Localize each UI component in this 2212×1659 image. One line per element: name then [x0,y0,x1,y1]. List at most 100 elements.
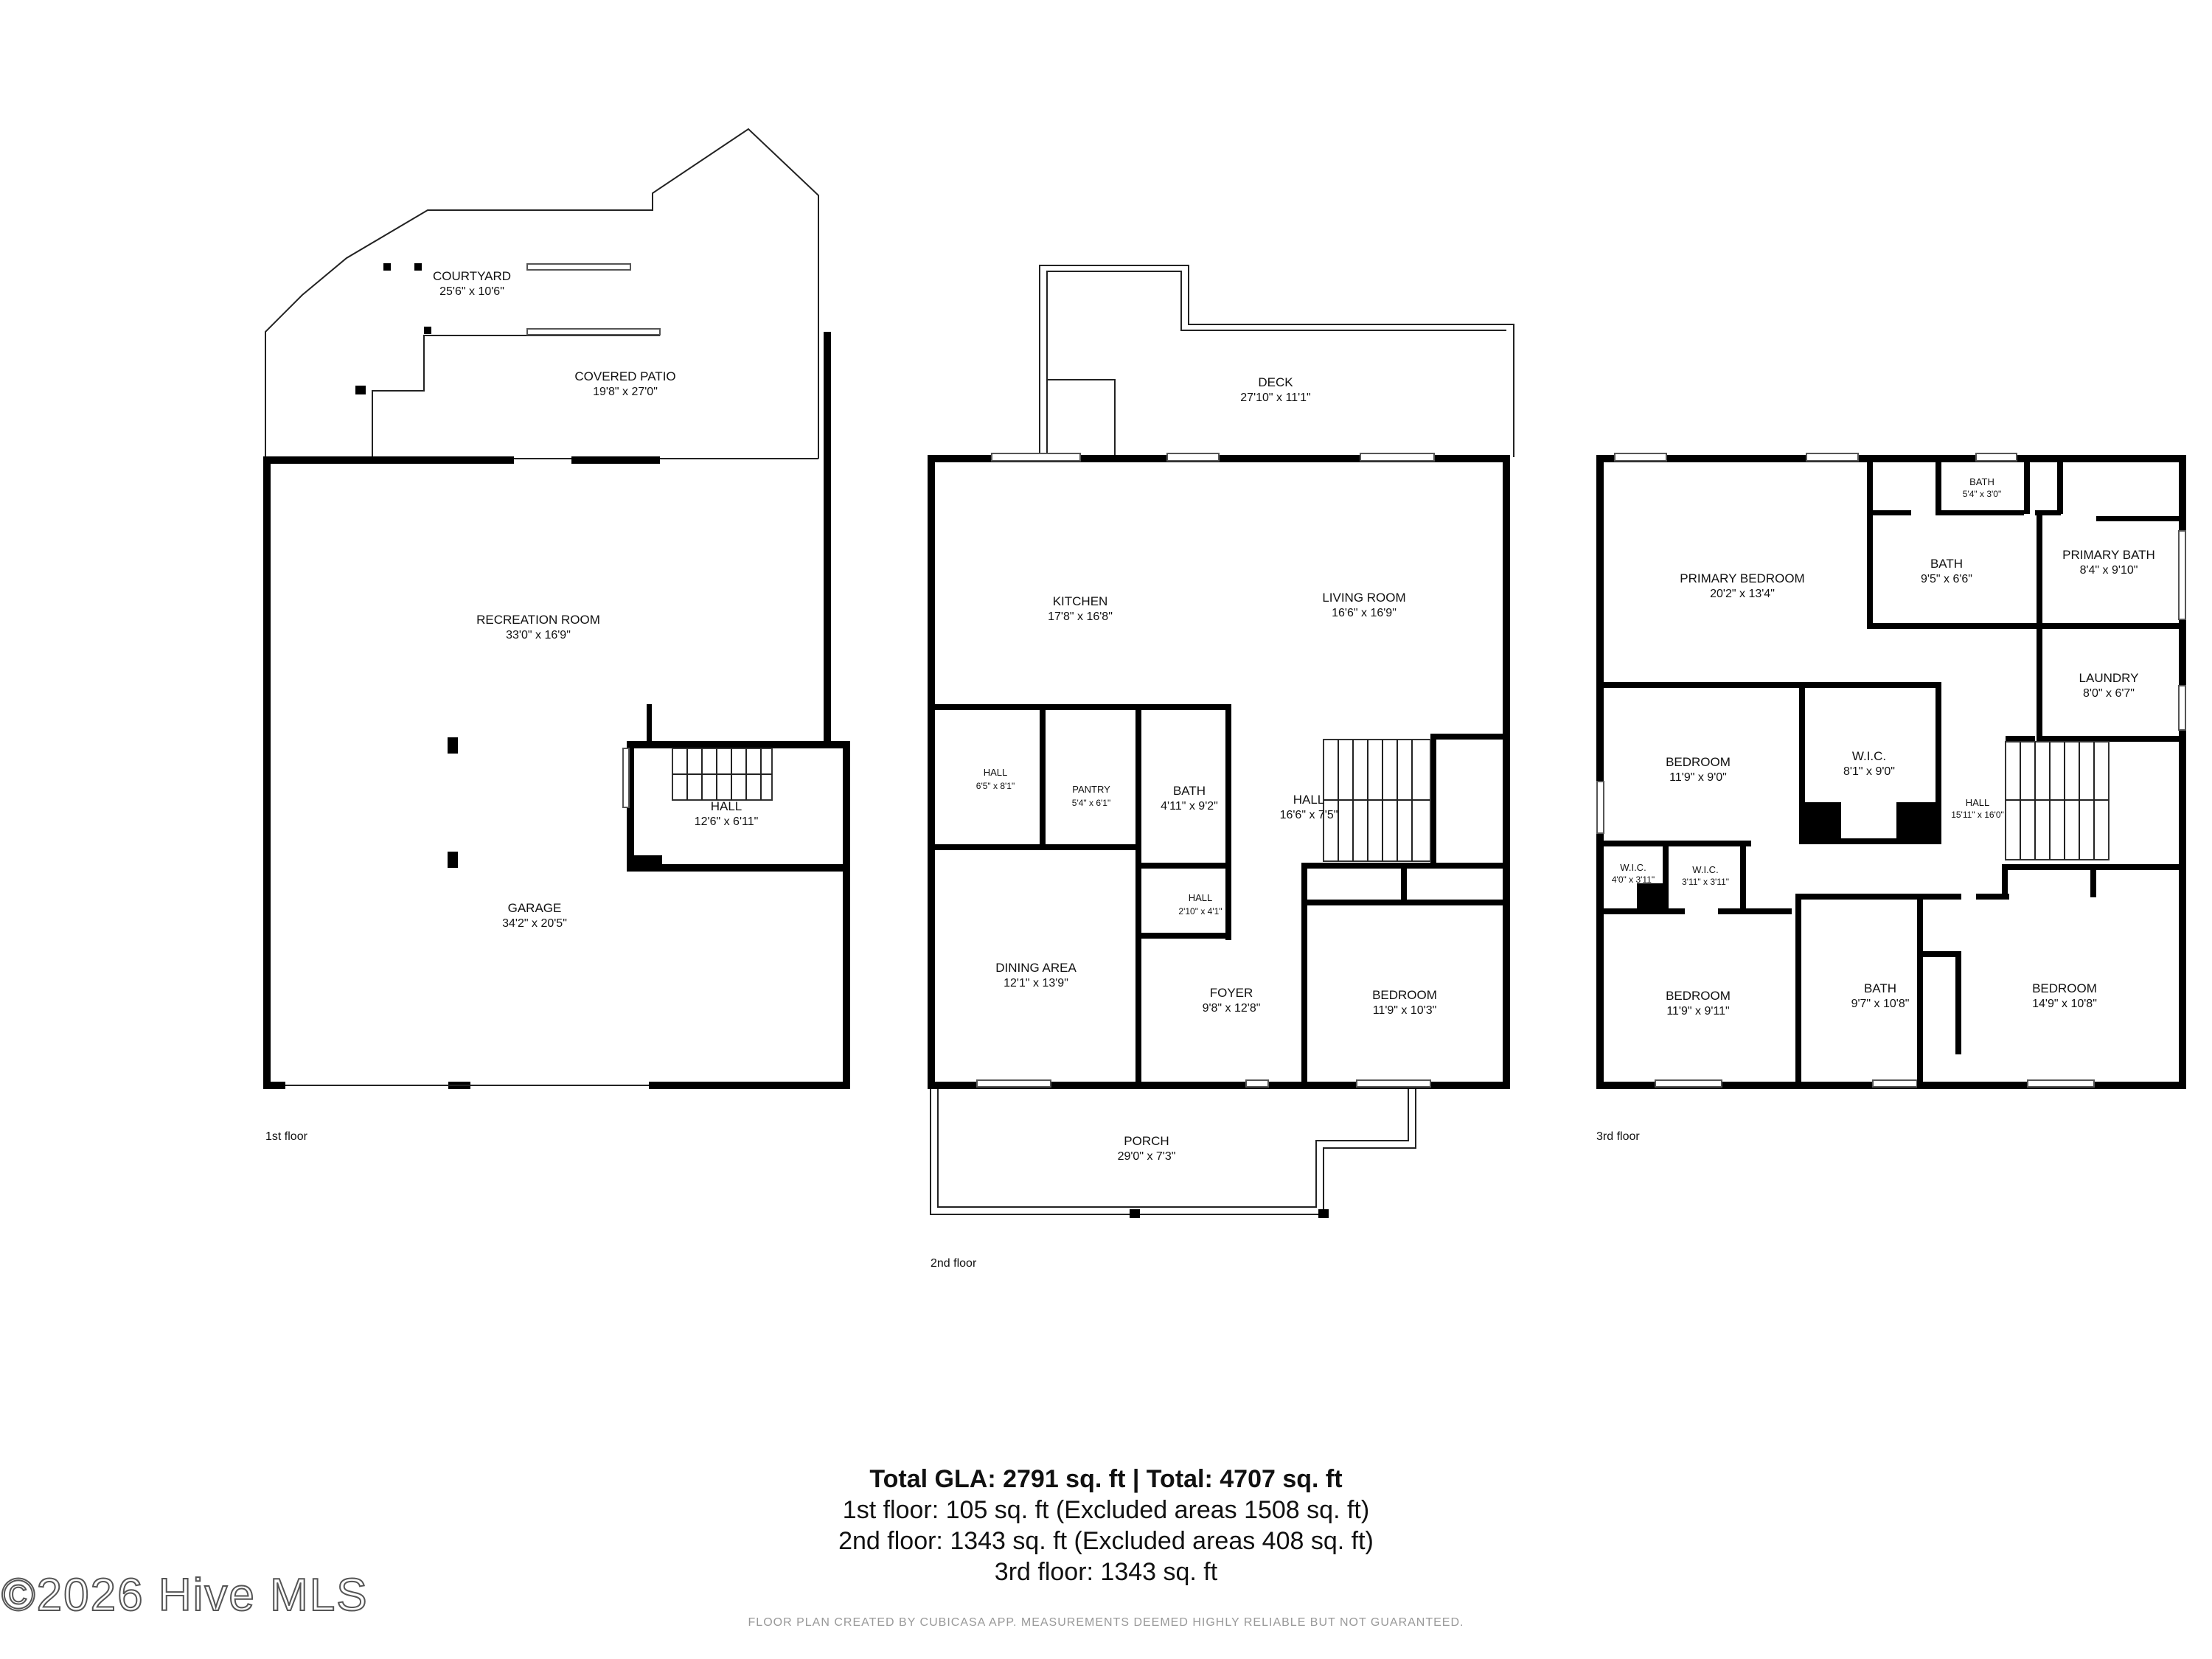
room-dimensions: 9'8" x 12'8" [1203,1002,1261,1015]
floor-1-plan: COURTYARD 25'6" x 10'6" COVERED PATIO 19… [263,128,850,1143]
floor-3-area: 3rd floor: 1343 sq. ft [994,1558,1218,1586]
wall [928,455,935,1089]
room-dimensions: 34'2" x 20'5" [502,917,567,930]
closet-fill [1896,802,1937,841]
wall [647,704,652,742]
wall [1301,863,1307,1088]
room-dimensions: 33'0" x 16'9" [506,629,571,641]
courtyard-outline [265,128,819,459]
wall [1935,510,2024,515]
porch-outline [930,1089,1416,1215]
wall [263,456,514,464]
watermark: ©2026 Hive MLS [1,1569,369,1621]
room-name: COURTYARD [433,269,511,283]
room-name: BATH [1969,476,1994,487]
wall [2037,627,2042,741]
room-name: BEDROOM [2032,981,2097,995]
room-dimensions: 27'10" x 11'1" [1240,392,1310,404]
room-name: BATH [1173,784,1206,798]
window [1806,453,1859,462]
wall [627,864,850,872]
wall [1917,894,1923,1089]
window [991,453,1081,462]
closet-fill [1637,883,1663,911]
wall [1976,894,2009,900]
post [424,327,431,334]
courtyard-bench [526,263,631,271]
wall [1596,682,1818,688]
room-dimensions: 16'6" x 7'5" [1280,809,1338,821]
window [622,748,630,808]
wall [1917,951,1961,957]
floor-label: 1st floor [265,1130,308,1143]
closet-fill [1803,802,1841,841]
post [414,263,422,271]
wall [928,704,1141,710]
wall [1430,734,1510,740]
room-dimensions: 19'8" x 27'0" [593,386,658,398]
stairs [1323,739,1431,862]
window [2027,1079,2095,1088]
room-dimensions: 4'11" x 9'2" [1161,800,1218,813]
window [976,1079,1051,1088]
patio-bench [526,328,661,335]
room-dimensions: 25'6" x 10'6" [439,285,504,298]
room-dimensions: 5'4" x 3'0" [1963,489,2001,499]
wall [843,741,850,1089]
wall [2090,864,2096,897]
room-name: W.I.C. [1852,749,1886,763]
wall [1740,841,1746,914]
post [1318,1209,1329,1218]
window [1975,453,2017,462]
wall [1795,894,1801,1089]
room-name: HALL [1966,797,1990,808]
wall [1867,455,1873,628]
wall [2035,510,2061,515]
room-dimensions: 9'7" x 10'8" [1851,998,1910,1010]
wall [571,456,660,464]
room-name: COVERED PATIO [574,369,675,383]
room-name: FOYER [1210,986,1253,1000]
room-name: KITCHEN [1053,594,1108,608]
wall [2057,455,2063,514]
post [383,263,391,271]
room-dimensions: 12'6" x 6'11" [695,815,759,828]
room-name: BATH [1930,557,1963,571]
wall [1135,704,1141,947]
wall [1867,510,1911,515]
room-dimensions: 29'0" x 7'3" [1118,1150,1176,1163]
column [448,852,458,868]
stairs [672,748,773,801]
wall [2037,736,2186,742]
window [2178,685,2186,731]
room-dimensions: 4'0" x 3'11" [1612,874,1655,885]
wall [1503,455,1510,1089]
floor-1-area: 1st floor: 105 sq. ft (Excluded areas 15… [842,1496,1370,1524]
room-name: HALL [711,799,742,813]
porch-inner [937,1089,1409,1208]
window [1655,1079,1722,1088]
floor-3-plan: PRIMARY BEDROOM 20'2" x 13'4" BATH 5'4" … [1596,453,2186,1143]
post [355,386,366,394]
room-name: HALL [984,767,1008,778]
window [1360,453,1435,462]
wall [1135,933,1141,1088]
room-dimensions: 11'9" x 9'0" [1669,771,1727,784]
room-dimensions: 8'1" x 9'0" [1843,765,1895,778]
room-dimensions: 6'5" x 8'1" [976,781,1015,791]
wall [1596,455,1604,1089]
room-name: BATH [1864,981,1896,995]
room-dimensions: 12'1" x 13'9" [1004,977,1068,990]
room-dimensions: 2'10" x 4'1" [1178,906,1222,917]
room-dimensions: 15'11" x 16'0" [1951,810,2004,820]
room-name: PANTRY [1072,784,1110,795]
wall [2179,455,2186,1089]
wall [627,741,850,748]
wall [1135,704,1231,710]
room-dimensions: 8'0" x 6'7" [2083,687,2135,700]
room-name: W.I.C. [1692,864,1718,875]
room-dimensions: 20'2" x 13'4" [1710,588,1775,600]
wall [1596,455,2186,462]
room-dimensions: 16'6" x 16'9" [1332,607,1397,619]
wall [263,1082,285,1089]
